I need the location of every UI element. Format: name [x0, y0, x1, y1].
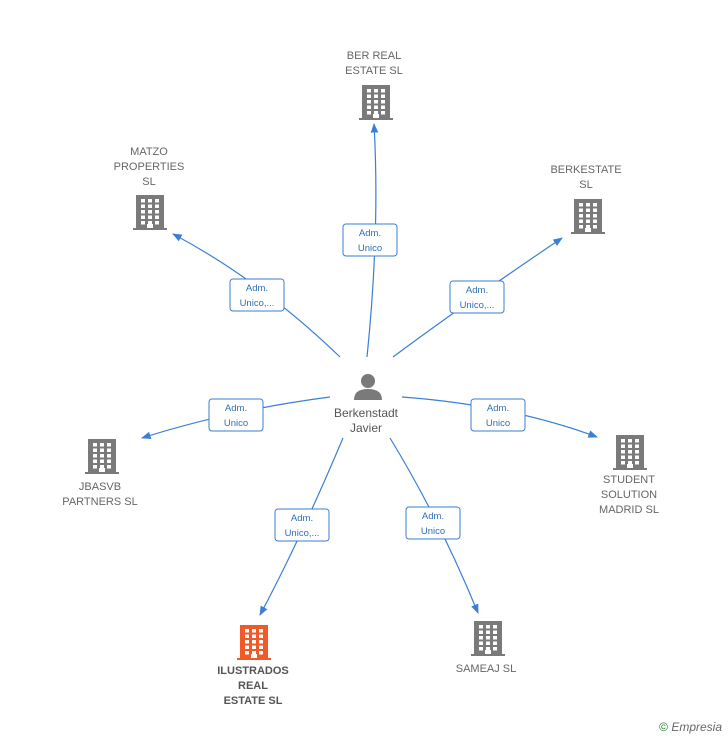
company-node-student-solution-madrid[interactable]: STUDENT SOLUTION MADRID SL — [599, 435, 659, 516]
copyright-icon: © — [659, 720, 668, 734]
edge-label-line: Unico,... — [460, 300, 495, 311]
building-icon — [85, 439, 119, 474]
edge-label-line: Unico,... — [240, 298, 275, 309]
company-label-line: JBASVB — [79, 481, 121, 493]
company-label-line: PARTNERS SL — [62, 496, 137, 508]
edge-label-sameaj[interactable]: Adm. Unico — [405, 506, 461, 540]
edge-label-student-solution-madrid[interactable]: Adm. Unico — [470, 398, 526, 432]
company-node-berkestate[interactable]: BERKESTATE SL — [550, 164, 622, 234]
edge-label-jbasvb-partners[interactable]: Adm. Unico — [208, 398, 264, 432]
edge-label-matzo-properties[interactable]: Adm. Unico,... — [229, 278, 285, 312]
company-node-sameaj[interactable]: SAMEAJ SL — [456, 621, 517, 675]
edge-label-line: Adm. — [466, 285, 488, 296]
person-label-line: Javier — [350, 421, 382, 435]
building-icon — [571, 199, 605, 234]
company-label-line: ESTATE SL — [345, 65, 403, 77]
building-icon — [613, 435, 647, 470]
company-node-ilustrados-real-estate[interactable]: ILUSTRADOS REAL ESTATE SL — [217, 625, 289, 707]
edge-label-line: Unico,... — [285, 528, 320, 539]
brand-name: Empresia — [671, 720, 722, 734]
edge-label-line: Unico — [358, 243, 382, 254]
edge-label-berkestate[interactable]: Adm. Unico,... — [449, 280, 505, 314]
edge-label-ilustrados-real-estate[interactable]: Adm. Unico,... — [274, 508, 330, 542]
edge-label-line: Adm. — [487, 403, 509, 414]
company-node-jbasvb-partners[interactable]: JBASVB PARTNERS SL — [62, 439, 138, 508]
company-label-line: STUDENT — [603, 474, 655, 486]
company-node-ber-real-estate[interactable]: BER REAL ESTATE SL — [345, 50, 403, 120]
edge-label-line: Adm. — [422, 511, 444, 522]
edge-label-line: Adm. — [246, 283, 268, 294]
building-icon — [133, 195, 167, 230]
edge-label-line: Adm. — [291, 513, 313, 524]
company-label-line: SAMEAJ SL — [456, 663, 517, 675]
edge-label-line: Unico — [224, 418, 248, 429]
edge-label-line: Unico — [421, 526, 445, 537]
company-label-line: SL — [142, 176, 155, 188]
person-icon — [354, 374, 382, 400]
footer-brand: © Empresia — [659, 720, 722, 734]
company-label-line: SL — [579, 179, 592, 191]
building-icon — [471, 621, 505, 656]
person-label-line: Berkenstadt — [334, 406, 399, 420]
edge-label-ber-real-estate[interactable]: Adm. Unico — [342, 223, 398, 257]
edge-label-line: Adm. — [359, 228, 381, 239]
company-label-line: ESTATE SL — [224, 695, 283, 707]
company-node-matzo-properties[interactable]: MATZO PROPERTIES SL — [114, 146, 185, 230]
company-label-line: MADRID SL — [599, 504, 659, 516]
company-label-line: PROPERTIES — [114, 161, 185, 173]
company-label-line: REAL — [238, 680, 268, 692]
edge-label-line: Unico — [486, 418, 510, 429]
building-icon — [237, 625, 271, 660]
company-label-line: BERKESTATE — [550, 164, 621, 176]
edge-label-line: Adm. — [225, 403, 247, 414]
company-label-line: SOLUTION — [601, 489, 657, 501]
building-icon — [359, 85, 393, 120]
company-label-line: ILUSTRADOS — [217, 665, 289, 677]
company-label-line: BER REAL — [347, 50, 401, 62]
company-label-line: MATZO — [130, 146, 168, 158]
